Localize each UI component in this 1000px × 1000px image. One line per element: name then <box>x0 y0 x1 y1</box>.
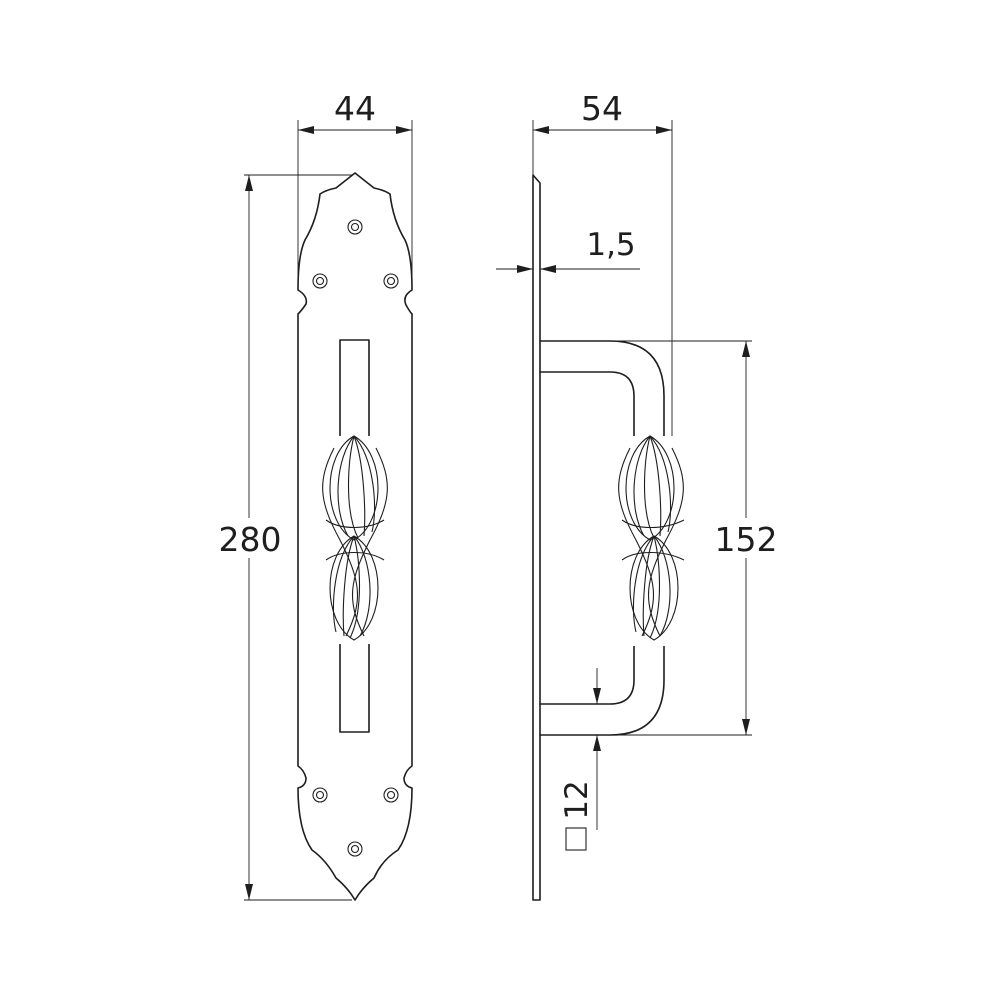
dimension-bar-section: 12 <box>559 668 601 851</box>
screw-hole-icon <box>347 219 363 235</box>
screw-hole-icon <box>383 787 399 803</box>
dimension-side-depth: 54 <box>532 89 673 436</box>
dimension-handle-height: 152 <box>610 340 786 736</box>
dimension-front-height: 280 <box>214 174 352 901</box>
dimension-front-width: 44 <box>297 89 413 290</box>
dim-label-handle-height: 152 <box>715 520 778 559</box>
dim-label-plate-thickness: 1,5 <box>586 227 635 263</box>
twisted-grip-front <box>322 435 388 644</box>
front-view <box>297 172 413 901</box>
twisted-grip-side <box>618 435 690 646</box>
dim-label-front-height: 280 <box>219 520 282 559</box>
handle-profile-inner <box>539 371 635 705</box>
dim-label-front-width: 44 <box>334 89 376 128</box>
screw-hole-icon <box>347 841 363 857</box>
screw-hole-icon <box>383 273 399 289</box>
side-view <box>532 174 690 901</box>
dim-label-side-depth: 54 <box>581 89 623 128</box>
dimension-plate-thickness: 1,5 <box>496 227 640 273</box>
backplate-outline <box>297 172 413 901</box>
screw-hole-icon <box>312 273 328 289</box>
square-section-icon <box>565 827 587 851</box>
backplate-profile <box>532 174 541 901</box>
dim-label-bar-section: 12 <box>559 780 595 819</box>
screw-holes <box>312 219 399 857</box>
screw-hole-icon <box>312 787 328 803</box>
